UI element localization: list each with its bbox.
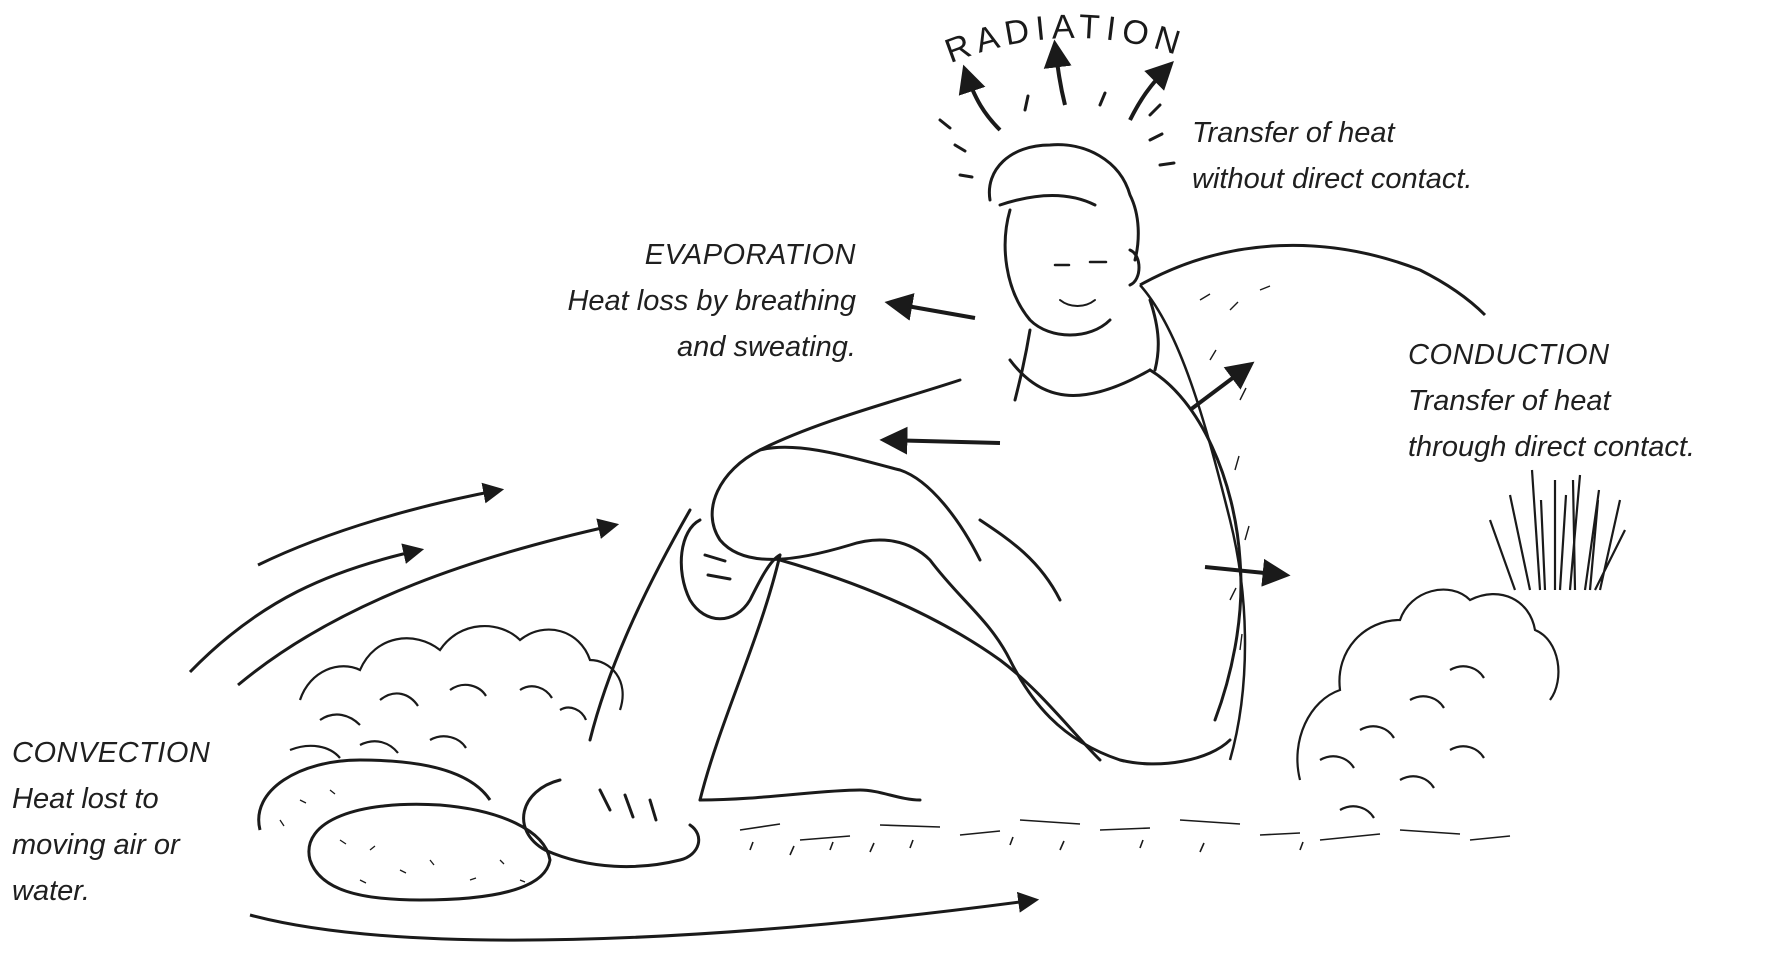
boulder-outline — [1140, 285, 1245, 760]
evaporation-label: EVAPORATION Heat loss by breathing and s… — [470, 232, 856, 370]
ground — [740, 820, 1510, 855]
arm — [760, 447, 980, 560]
boulder-shading — [1200, 286, 1270, 650]
bush-left — [290, 626, 623, 758]
evaporation-heading: EVAPORATION — [470, 232, 856, 278]
leg — [590, 510, 780, 800]
collar — [1010, 360, 1150, 395]
rocks — [259, 760, 550, 900]
radiation-heading-text: RADIATION — [940, 8, 1190, 71]
evaporation-line1: Heat loss by breathing — [470, 278, 856, 324]
face — [1005, 210, 1110, 335]
conduction-line1: Transfer of heat — [1408, 378, 1695, 424]
sweater — [712, 380, 1230, 764]
ear — [1130, 250, 1139, 285]
convection-line2: moving air or — [12, 822, 210, 868]
grass-tuft — [1490, 470, 1625, 590]
convection-line3: water. — [12, 868, 210, 914]
convection-heading: CONVECTION — [12, 730, 210, 776]
conduction-heading: CONDUCTION — [1408, 332, 1695, 378]
hill-outline — [1140, 245, 1485, 315]
radiation-line1: Transfer of heat — [1192, 110, 1472, 156]
bush-right — [1297, 590, 1558, 818]
evaporation-line2: and sweating. — [470, 324, 856, 370]
convection-label: CONVECTION Heat lost to moving air or wa… — [12, 730, 210, 914]
conduction-line2: through direct contact. — [1408, 424, 1695, 470]
convection-line1: Heat lost to — [12, 776, 210, 822]
radiation-line2: without direct contact. — [1192, 156, 1472, 202]
radiation-description: Transfer of heat without direct contact. — [1192, 110, 1472, 202]
radiation-heading: RADIATION — [930, 8, 1220, 78]
svg-text:RADIATION: RADIATION — [940, 8, 1190, 71]
conduction-label: CONDUCTION Transfer of heat through dire… — [1408, 332, 1695, 470]
evaporation-arrows — [885, 303, 1000, 443]
